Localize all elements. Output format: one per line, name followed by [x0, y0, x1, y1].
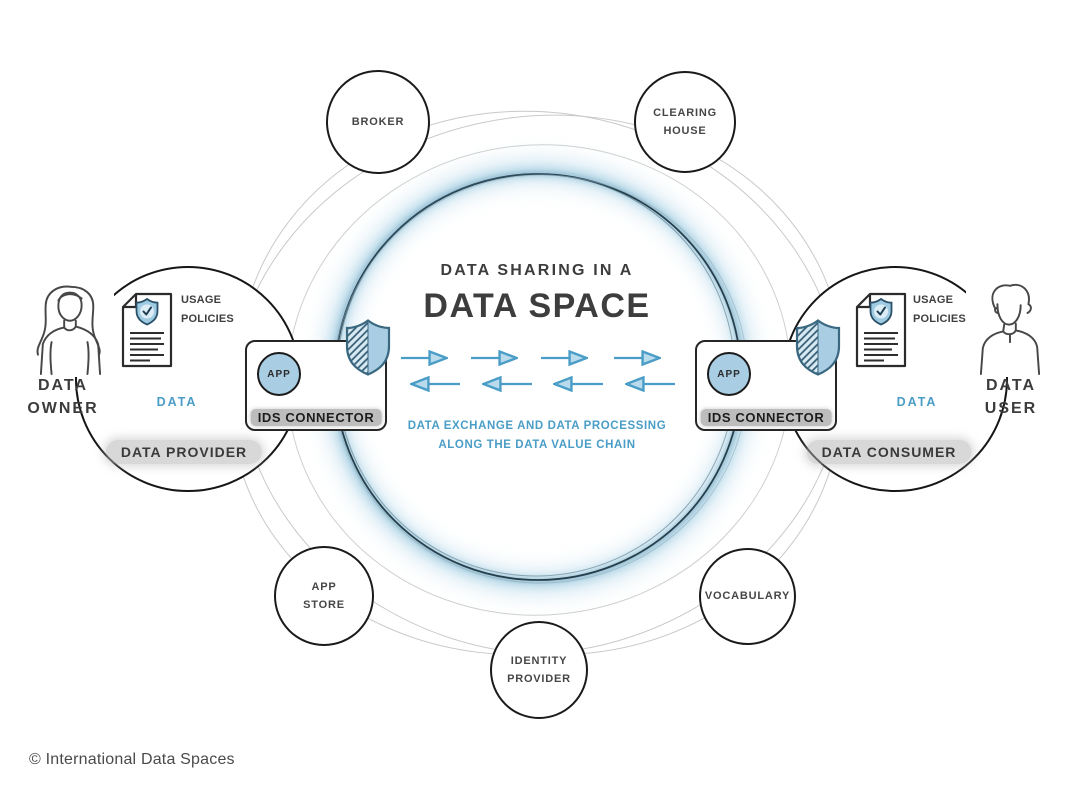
identity-provider-label: IDENTITY	[510, 654, 568, 667]
broker-label: BROKER	[351, 115, 405, 128]
broker-node: BROKER	[326, 70, 430, 174]
ids-connector-label-right: IDS CONNECTOR	[700, 409, 832, 426]
security-shield-right	[793, 318, 843, 381]
woman-person-icon	[36, 285, 102, 376]
diagram-title: DATA SHARING IN A DATA SPACE	[337, 262, 737, 326]
data-user-label: DATA USER	[984, 377, 1038, 418]
app-circle: APP	[707, 352, 751, 396]
caption-line-2: ALONG THE DATA VALUE CHAIN	[438, 438, 636, 451]
usage-policies-label-left: USAGE POLICIES	[181, 294, 234, 325]
title-line-1: DATA SHARING IN A	[440, 262, 634, 279]
clearing-house-label: CLEARING	[653, 106, 717, 119]
title-line-2: DATA SPACE	[423, 287, 651, 325]
usage-policies-document-left	[120, 291, 174, 374]
shield-icon	[345, 319, 391, 376]
exchange-caption: DATA EXCHANGE AND DATA PROCESSING ALONG …	[337, 417, 737, 455]
data-provider-badge: DATA PROVIDER	[105, 440, 263, 464]
copyright-notice: © International Data Spaces	[29, 751, 235, 768]
app-store-label: APP	[311, 580, 337, 593]
man-person-icon	[979, 283, 1041, 376]
data-user-figure	[966, 280, 1054, 377]
data-owner-figure	[26, 280, 114, 377]
document-icon	[121, 292, 173, 368]
data-flow-label-left: DATA	[156, 395, 198, 409]
security-shield-left	[343, 318, 393, 381]
usage-policies-document-right	[854, 291, 908, 374]
data-consumer-badge: DATA CONSUMER	[806, 440, 972, 464]
ids-connector-label-left: IDS CONNECTOR	[250, 409, 382, 426]
vocabulary-label: VOCABULARY	[704, 590, 791, 603]
app-circle: APP	[257, 352, 301, 396]
caption-line-1: DATA EXCHANGE AND DATA PROCESSING	[407, 420, 667, 432]
data-owner-label: DATA OWNER	[27, 377, 99, 418]
data-flow-label-right: DATA	[896, 395, 938, 409]
document-icon	[855, 292, 907, 368]
shield-icon	[795, 319, 841, 376]
vocabulary-node: VOCABULARY	[699, 548, 796, 645]
usage-policies-label-right: USAGE POLICIES	[913, 294, 966, 325]
